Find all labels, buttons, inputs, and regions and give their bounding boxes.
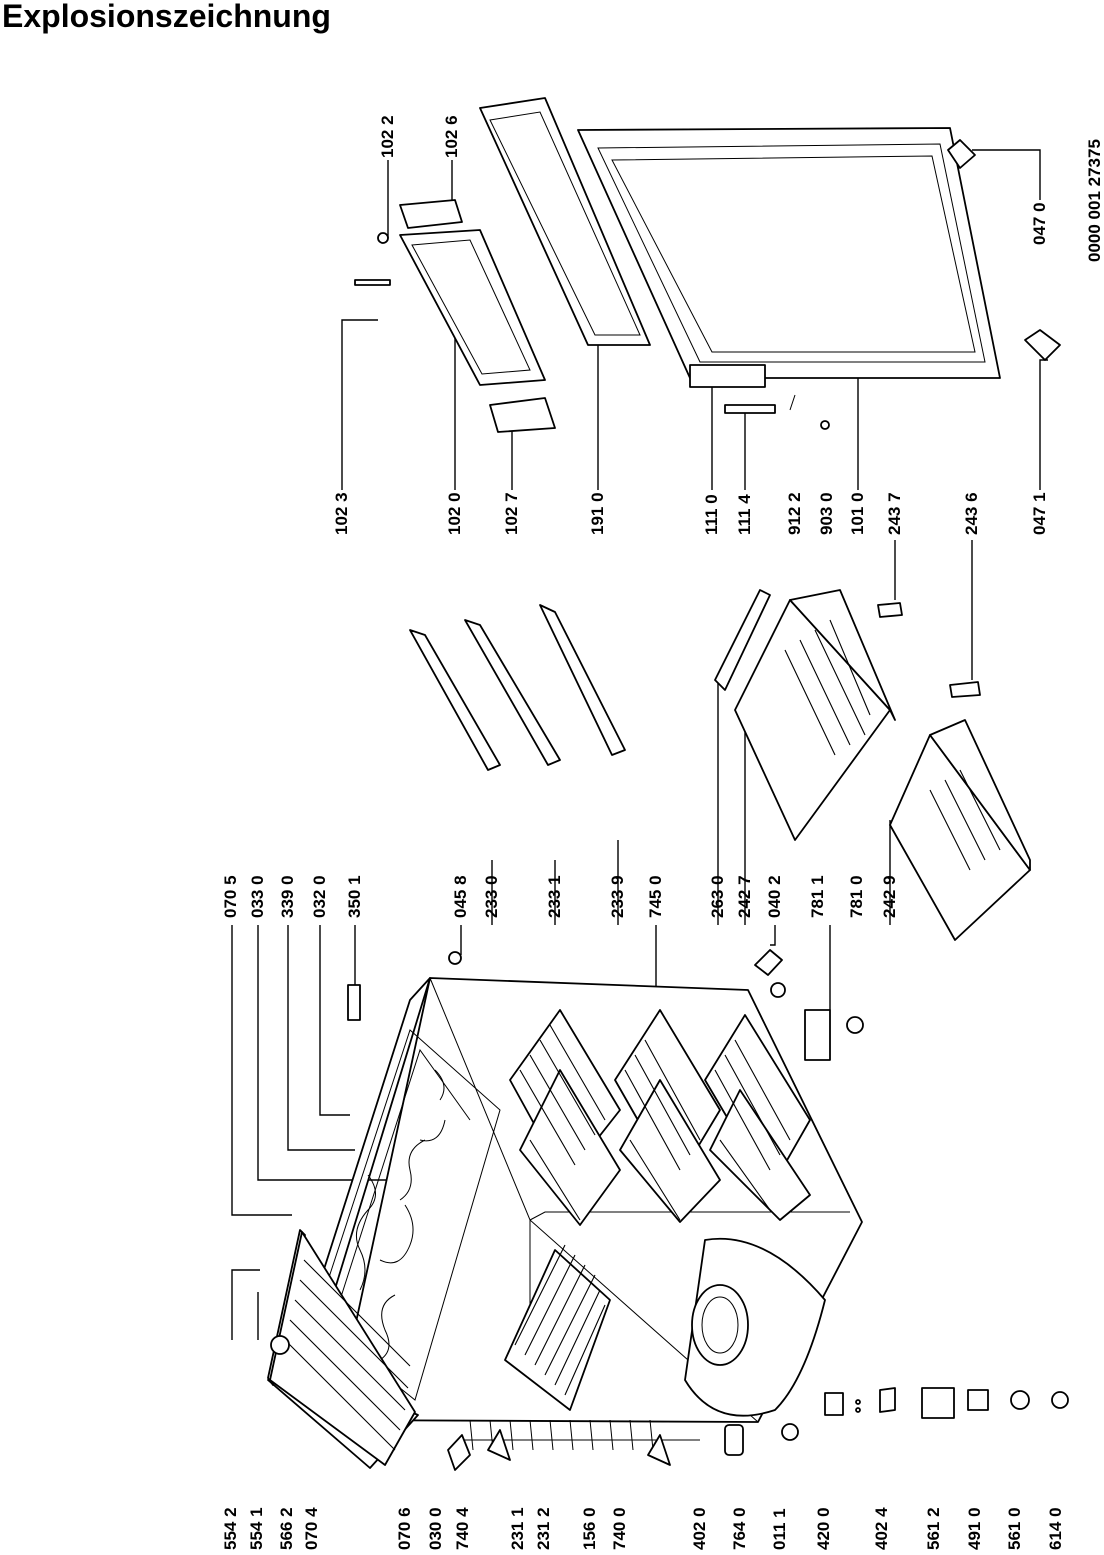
label-032-0: 032 0 (310, 875, 329, 918)
label-745-0: 745 0 (646, 875, 665, 918)
label-781-0: 781 0 (847, 875, 866, 918)
label-070-4: 070 4 (302, 1507, 321, 1550)
label-102-0: 102 0 (445, 492, 464, 535)
label-491-0: 491 0 (965, 1507, 984, 1550)
label-561-2: 561 2 (924, 1507, 943, 1550)
label-070-5: 070 5 (221, 875, 240, 918)
label-350-1: 350 1 (345, 875, 364, 918)
front-grille (267, 1229, 419, 1469)
document-number: 0000 001 27375 (1085, 139, 1104, 262)
small-parts (270, 949, 1069, 1441)
label-156-0: 156 0 (580, 1507, 599, 1550)
label-402-4: 402 4 (872, 1507, 891, 1550)
label-561-0: 561 0 (1005, 1507, 1024, 1550)
label-111-4: 111 4 (735, 494, 754, 535)
drawers-and-bars (409, 589, 1031, 941)
label-242-7: 242 7 (735, 875, 754, 918)
label-233-0: 233 0 (482, 875, 501, 918)
page-title: Explosionszeichnung (2, 0, 331, 34)
label-102-6: 102 6 (442, 115, 461, 158)
label-047-0: 047 0 (1030, 202, 1049, 245)
label-614-0: 614 0 (1046, 1507, 1065, 1550)
label-402-0: 402 0 (690, 1507, 709, 1550)
label-102-7: 102 7 (502, 492, 521, 535)
label-040-2: 040 2 (765, 875, 784, 918)
label-554-1: 554 1 (247, 1507, 266, 1550)
label-070-6: 070 6 (395, 1507, 414, 1550)
label-243-6: 243 6 (962, 492, 981, 535)
label-764-0: 764 0 (730, 1507, 749, 1550)
label-045-8: 045 8 (451, 875, 470, 918)
label-554-2: 554 2 (221, 1507, 240, 1550)
label-242-9: 242 9 (880, 875, 899, 918)
wire-shelves (509, 1009, 811, 1226)
label-339-0: 339 0 (278, 875, 297, 918)
label-420-0: 420 0 (814, 1507, 833, 1550)
label-233-9: 233 9 (608, 875, 627, 918)
label-102-2: 102 2 (378, 115, 397, 158)
label-740-4: 740 4 (453, 1507, 472, 1550)
evaporator (504, 1244, 611, 1411)
label-912-2: 912 2 (785, 492, 804, 535)
door-assembly (354, 97, 1061, 698)
label-740-0: 740 0 (610, 1507, 629, 1550)
label-566-2: 566 2 (277, 1507, 296, 1550)
label-030-0: 030 0 (426, 1507, 445, 1550)
label-231-2: 231 2 (534, 1507, 553, 1550)
label-263-0: 263 0 (708, 875, 727, 918)
label-011-1: 011 1 (770, 1508, 789, 1550)
label-033-0: 033 0 (248, 875, 267, 918)
label-781-1: 781 1 (808, 875, 827, 918)
compressor (684, 1237, 826, 1417)
condenser (447, 1419, 744, 1471)
label-243-7: 243 7 (885, 492, 904, 535)
label-191-0: 191 0 (588, 492, 607, 535)
label-101-0: 101 0 (848, 492, 867, 535)
label-102-3: 102 3 (332, 492, 351, 535)
label-233-1: 233 1 (545, 875, 564, 918)
label-231-1: 231 1 (508, 1507, 527, 1550)
label-903-0: 903 0 (817, 492, 836, 535)
refrigerator-cabinet (267, 977, 863, 1471)
label-047-1: 047 1 (1030, 492, 1049, 535)
label-111-0: 111 0 (702, 494, 721, 535)
